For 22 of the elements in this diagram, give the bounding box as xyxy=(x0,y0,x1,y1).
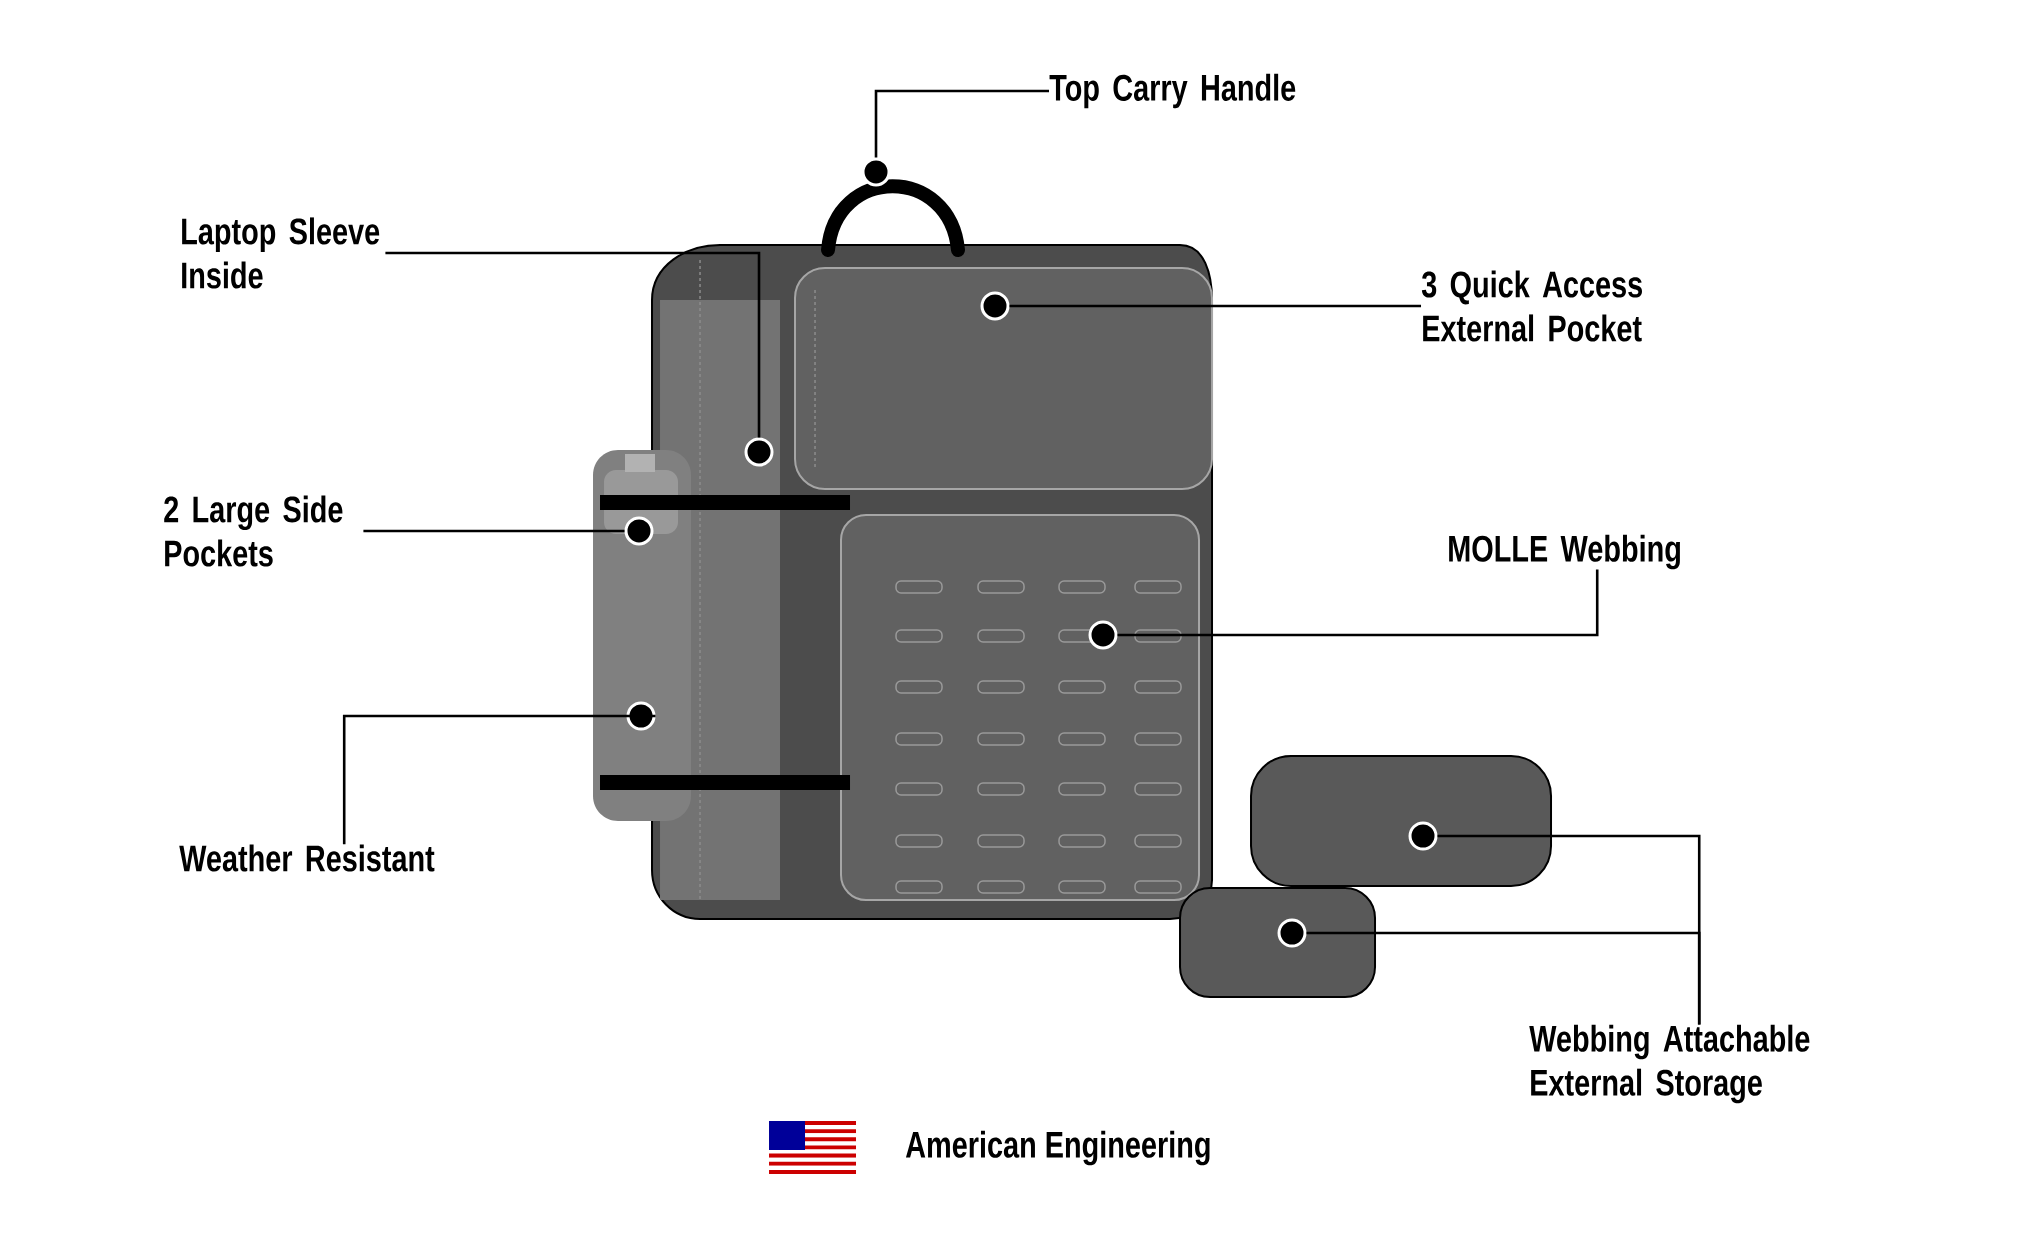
target-marker xyxy=(626,701,656,731)
feature-label: 3 Quick Access External Pocket xyxy=(1421,270,1642,342)
leader-line xyxy=(1117,569,1599,637)
feature-label: MOLLE Webbing xyxy=(1449,534,1680,570)
feature-label: Top Carry Handle xyxy=(1049,73,1296,109)
target-marker xyxy=(980,291,1010,321)
feature-label: 2 Large Side Pockets xyxy=(164,495,343,567)
target-marker xyxy=(1408,821,1438,851)
feature-label: Webbing Attachable External Storage xyxy=(1529,1024,1810,1104)
leader-line xyxy=(363,529,625,533)
feature-label: Laptop Sleeve Inside xyxy=(182,217,380,289)
leader-line xyxy=(342,714,656,845)
target-marker xyxy=(744,437,774,467)
feature-label: Weather Resistant xyxy=(179,844,435,872)
leader-line xyxy=(1306,931,1701,1025)
target-marker xyxy=(1277,918,1307,948)
target-marker xyxy=(624,516,654,546)
leader-line xyxy=(1009,304,1421,308)
target-marker xyxy=(1088,620,1118,650)
leader-line xyxy=(385,251,761,438)
caption-text: American Engineering xyxy=(905,1130,1210,1166)
leader-line xyxy=(874,89,1049,158)
